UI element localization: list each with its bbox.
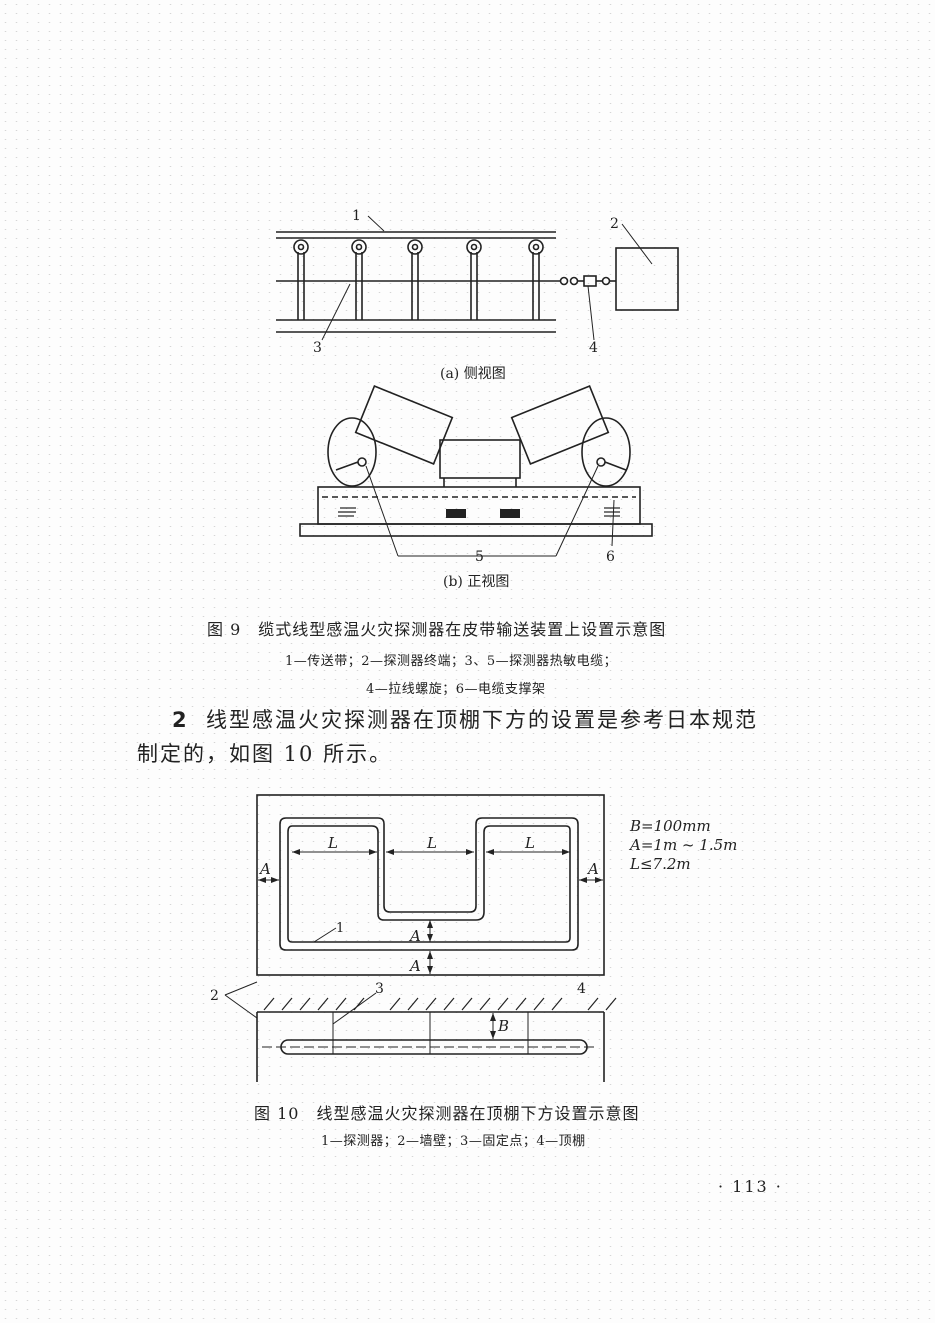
paragraph-number: 2 <box>172 708 189 732</box>
paragraph-line1-text: 线型感温火灾探测器在顶棚下方的设置是参考日本规范 <box>205 708 758 732</box>
label-cable: 3 <box>313 340 322 356</box>
idler-supports <box>297 252 540 320</box>
fig9b-caption: (b) 正视图 <box>443 574 510 590</box>
right-inclined-roller <box>510 385 610 465</box>
paragraph-line2: 制定的，如图 10 所示。 <box>137 742 393 766</box>
dim-L-center: L <box>426 834 437 852</box>
paragraph: 2 线型感温火灾探测器在顶棚下方的设置是参考日本规范 制定的，如图 10 所示。 <box>137 703 812 771</box>
front-block-right <box>500 509 520 518</box>
room-plan-outline <box>256 794 605 976</box>
param-l: L≤7.2m <box>630 855 691 873</box>
label-terminal: 2 <box>610 216 619 232</box>
fig10-legend: 1—探测器；2—墙壁；3—固定点；4—顶棚 <box>321 1134 586 1149</box>
dim-A-outer: A <box>408 957 421 975</box>
fig9-legend-line2: 4—拉线螺旋；6—电缆支撑架 <box>366 682 546 697</box>
dim-B: B <box>497 1017 509 1035</box>
right-wheel <box>581 417 631 487</box>
label-fixpoint: 3 <box>375 981 384 997</box>
label-support: 6 <box>606 549 615 565</box>
ceiling-hatching <box>263 997 617 1011</box>
left-wheel <box>327 417 377 487</box>
paragraph-line1: 2 线型感温火灾探测器在顶棚下方的设置是参考日本规范 <box>172 703 812 737</box>
param-b: B=100mm <box>630 817 711 835</box>
front-block-left <box>446 509 466 518</box>
label-wall: 2 <box>210 988 219 1004</box>
label-belt: 1 <box>352 208 361 224</box>
front-frame <box>317 486 641 525</box>
label-front-cable: 5 <box>475 549 484 565</box>
fig9-caption: 图 9 缆式线型感温火灾探测器在皮带输送装置上设置示意图 <box>207 620 667 639</box>
detector-section <box>280 1039 588 1055</box>
param-a: A=1m ~ 1.5m <box>630 836 738 854</box>
detector-loop-outer <box>279 817 579 951</box>
dim-A-left: A <box>258 860 271 878</box>
dim-L-right: L <box>524 834 535 852</box>
dim-A-inner: A <box>408 927 421 945</box>
label-ceiling: 4 <box>577 981 586 997</box>
tension-screw <box>559 275 616 287</box>
fig9-legend-line1: 1—传送带；2—探测器终端；3、5—探测器热敏电缆； <box>285 654 618 669</box>
label-tensioner: 4 <box>589 340 598 356</box>
detector-terminal-box <box>615 247 679 311</box>
center-roller <box>439 439 521 479</box>
dim-A-right: A <box>586 860 599 878</box>
fig10-params: B=100mm A=1m ~ 1.5m L≤7.2m <box>630 817 737 874</box>
label-detector: 1 <box>336 921 344 936</box>
fig9a-caption: (a) 侧视图 <box>440 366 506 382</box>
fig10-caption: 图 10 线型感温火灾探测器在顶棚下方设置示意图 <box>254 1104 640 1123</box>
dim-L-left: L <box>327 834 338 852</box>
page-number: · 113 · <box>718 1177 783 1196</box>
idler-rollers <box>293 239 544 255</box>
dimension-arrowheads <box>258 849 603 1039</box>
detector-loop-inner <box>287 825 571 943</box>
